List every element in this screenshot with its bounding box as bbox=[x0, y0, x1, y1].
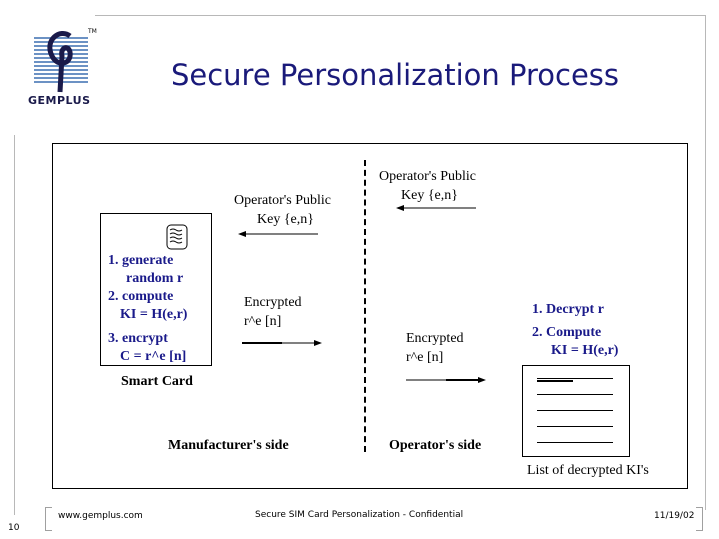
encrypted-right-2: r^e [n] bbox=[406, 350, 444, 365]
footer-date: 11/19/02 bbox=[654, 511, 695, 521]
footer-bracket-left bbox=[45, 507, 52, 531]
mfr-key-label-1: Operator's Public bbox=[234, 193, 332, 208]
step-2-line-2: KI = H(e,r) bbox=[120, 307, 188, 322]
list-line-4 bbox=[537, 426, 613, 427]
decrypted-list-label: List of decrypted KI's bbox=[527, 463, 649, 478]
logo-text: GEMPLUS bbox=[28, 94, 91, 107]
encrypted-right-1: Encrypted bbox=[406, 331, 464, 346]
mfr-key-label-2: Key {e,n} bbox=[257, 212, 314, 227]
chip-icon bbox=[166, 224, 188, 250]
encrypted-left-1: Encrypted bbox=[244, 295, 302, 310]
manufacturer-side-label: Manufacturer's side bbox=[168, 438, 289, 453]
op-key-label-1: Operator's Public bbox=[379, 169, 477, 184]
decrypted-list-box bbox=[522, 365, 630, 457]
frame-top-line bbox=[95, 15, 705, 16]
step-2-line-1: 2. compute bbox=[108, 289, 174, 304]
encrypted-right-arrow bbox=[406, 377, 486, 383]
smart-card-label: Smart Card bbox=[121, 374, 193, 389]
step-3-line-1: 3. encrypt bbox=[108, 331, 168, 346]
slide-title: Secure Personalization Process bbox=[170, 58, 620, 92]
gemplus-logo bbox=[30, 30, 92, 94]
footer-bracket-right bbox=[696, 507, 703, 531]
step-1-line-1: 1. generate bbox=[108, 253, 174, 268]
encrypted-left-2: r^e [n] bbox=[244, 314, 282, 329]
smart-card-box bbox=[100, 213, 212, 366]
step-3-line-2: C = r^e [n] bbox=[120, 349, 187, 364]
op-key-arrow bbox=[396, 205, 476, 211]
side-divider bbox=[364, 160, 366, 452]
list-line-5 bbox=[537, 442, 613, 443]
frame-right-line bbox=[705, 15, 706, 510]
gemplus-logo-icon bbox=[34, 31, 88, 93]
frame-left-line bbox=[14, 135, 15, 515]
op-step-2-line-2: KI = H(e,r) bbox=[551, 343, 619, 358]
encrypted-left-arrow bbox=[242, 340, 322, 346]
op-key-label-2: Key {e,n} bbox=[401, 188, 458, 203]
mfr-key-arrow bbox=[238, 231, 318, 237]
op-step-1: 1. Decrypt r bbox=[532, 302, 604, 317]
page-number: 10 bbox=[8, 523, 20, 533]
list-line-2 bbox=[537, 394, 613, 395]
footer-confidential: Secure SIM Card Personalization - Confid… bbox=[255, 510, 464, 520]
trademark-mark: TM bbox=[88, 28, 97, 35]
list-line-1 bbox=[537, 378, 613, 379]
diagram-frame bbox=[52, 143, 688, 489]
operator-side-label: Operator's side bbox=[389, 438, 482, 453]
op-step-2-line-1: 2. Compute bbox=[532, 325, 602, 340]
list-line-1-bold bbox=[537, 380, 573, 382]
list-line-3 bbox=[537, 410, 613, 411]
footer-website: www.gemplus.com bbox=[58, 511, 143, 521]
step-1-line-2: random r bbox=[126, 271, 184, 286]
